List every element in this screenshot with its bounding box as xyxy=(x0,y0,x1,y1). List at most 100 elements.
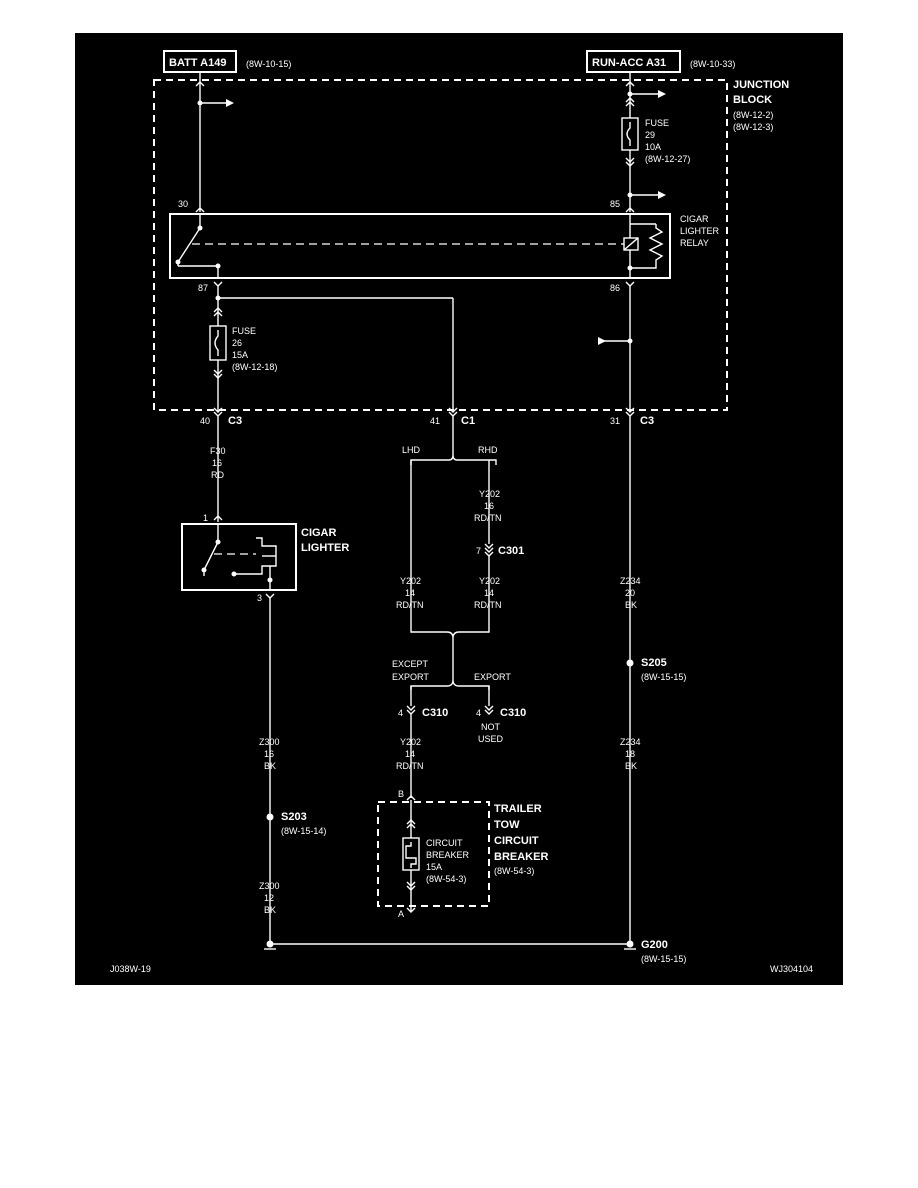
fuse-29-ref: (8W-12-27) xyxy=(645,154,690,164)
f30-code: F30 xyxy=(210,446,226,456)
y202-lhd14-gauge: 14 xyxy=(405,588,415,598)
fuse-29-label-1: FUSE xyxy=(645,118,669,128)
trailer-breaker-border xyxy=(377,801,490,907)
c310-left-pin: 4 xyxy=(398,708,403,718)
fuse-29-label-2: 29 xyxy=(645,130,655,140)
s205-ref: (8W-15-15) xyxy=(641,672,686,682)
relay-label-3: RELAY xyxy=(680,238,709,248)
s203-splice xyxy=(266,813,274,821)
fuse-29-label-3: 10A xyxy=(645,142,661,152)
s205-name: S205 xyxy=(641,657,667,669)
cigar-lighter xyxy=(181,523,297,591)
run-acc-feed-wire xyxy=(625,72,666,118)
z300-12-gauge: 12 xyxy=(264,893,274,903)
z234-20-color: BK xyxy=(625,600,637,610)
junction-block-title-2: BLOCK xyxy=(733,94,772,106)
c301-pin: 7 xyxy=(476,546,481,556)
batt-ref: (8W-10-15) xyxy=(246,59,291,69)
z234-20-code: Z234 xyxy=(620,576,641,586)
c3-left-pin: 40 xyxy=(200,416,210,426)
z234-18-gauge: 18 xyxy=(625,749,635,759)
footer-right-code: WJ304104 xyxy=(770,964,813,974)
batt-label: BATT A149 xyxy=(169,57,226,69)
trailer-title-3: CIRCUIT xyxy=(494,835,539,847)
fuse-29 xyxy=(621,117,666,213)
cigar-lighter-label-2: LIGHTER xyxy=(301,542,349,554)
y202-rhd14-gauge: 14 xyxy=(484,588,494,598)
g200-ref: (8W-15-15) xyxy=(641,954,686,964)
c301-name: C301 xyxy=(498,545,524,557)
wire-87-to-c1 xyxy=(218,297,454,412)
g200-name: G200 xyxy=(641,939,668,951)
lhd-label: LHD xyxy=(402,445,421,455)
z300-12-code: Z300 xyxy=(259,881,280,891)
y202-bottom-color: RD/TN xyxy=(396,761,424,771)
z234-18-code: Z234 xyxy=(620,737,641,747)
junction-block-ref-1: (8W-12-2) xyxy=(733,110,773,120)
relay-pin-30: 30 xyxy=(178,199,188,209)
c310-right-pin: 4 xyxy=(476,708,481,718)
y202-rhd14-code: Y202 xyxy=(479,576,500,586)
diagram-background xyxy=(75,33,843,985)
breaker-label-3: 15A xyxy=(426,862,442,872)
fuse-26-label-1: FUSE xyxy=(232,326,256,336)
ground-bus xyxy=(264,940,636,950)
z300-16-color: BK xyxy=(264,761,276,771)
y202-rhd-gauge: 16 xyxy=(484,501,494,511)
fuse-26-label-2: 26 xyxy=(232,338,242,348)
lighter-pin-3: 3 xyxy=(257,593,262,603)
trailer-title-2: TOW xyxy=(494,819,520,831)
y202-bottom-gauge: 14 xyxy=(405,749,415,759)
z300-16-code: Z300 xyxy=(259,737,280,747)
junction-block-title-1: JUNCTION xyxy=(733,79,789,91)
relay-label-2: LIGHTER xyxy=(680,226,720,236)
trailer-title-1: TRAILER xyxy=(494,803,542,815)
breaker-ref: (8W-54-3) xyxy=(426,874,466,884)
z300-12-color: BK xyxy=(264,905,276,915)
c3-left-terminal xyxy=(213,407,223,413)
export-branch xyxy=(406,679,494,798)
lighter-pin-1-terminal xyxy=(213,515,223,521)
except-label-1: EXCEPT xyxy=(392,659,429,669)
junction-block-border xyxy=(153,79,728,411)
c3-right-terminal xyxy=(625,407,635,413)
breaker-label-1: CIRCUIT xyxy=(426,838,463,848)
y202-rhd-code: Y202 xyxy=(479,489,500,499)
not-used-label-2: USED xyxy=(478,734,504,744)
c1-pin: 41 xyxy=(430,416,440,426)
trailer-title-4: BREAKER xyxy=(494,851,548,863)
not-used-label-1: NOT xyxy=(481,722,501,732)
c310-right-name: C310 xyxy=(500,707,526,719)
y202-rhd-color: RD/TN xyxy=(474,513,502,523)
trailer-circuit-breaker xyxy=(402,795,420,913)
z300-16-gauge: 16 xyxy=(264,749,274,759)
f30-gauge: 16 xyxy=(212,458,222,468)
cigar-lighter-relay xyxy=(169,213,671,279)
relay-pin-86: 86 xyxy=(610,283,620,293)
cigar-lighter-label-1: CIGAR xyxy=(301,527,337,539)
c1-terminal xyxy=(448,407,458,413)
s205-splice xyxy=(626,659,634,667)
y202-bottom-code: Y202 xyxy=(400,737,421,747)
fuse-26-ref: (8W-12-18) xyxy=(232,362,277,372)
y202-rhd14-color: RD/TN xyxy=(474,600,502,610)
c301-connector xyxy=(484,543,494,626)
run-acc-ref: (8W-10-33) xyxy=(690,59,735,69)
c3-left-name: C3 xyxy=(228,415,242,427)
s203-name: S203 xyxy=(281,811,307,823)
y202-lhd14-color: RD/TN xyxy=(396,600,424,610)
run-acc-source: RUN-ACC A31 (8W-10-33) xyxy=(586,50,735,73)
rhd-label: RHD xyxy=(478,445,498,455)
relay-pin-85: 85 xyxy=(610,199,620,209)
lhd-rhd-branch xyxy=(410,416,497,626)
c3-right-pin: 31 xyxy=(610,416,620,426)
c3-right-name: C3 xyxy=(640,415,654,427)
junction-block-ref-2: (8W-12-3) xyxy=(733,122,773,132)
fuse-26-label-3: 15A xyxy=(232,350,248,360)
f30-color: RD xyxy=(211,470,224,480)
footer-left-code: J038W-19 xyxy=(110,964,151,974)
relay-label-1: CIGAR xyxy=(680,214,709,224)
export-label: EXPORT xyxy=(474,672,511,682)
s203-ref: (8W-15-14) xyxy=(281,826,326,836)
